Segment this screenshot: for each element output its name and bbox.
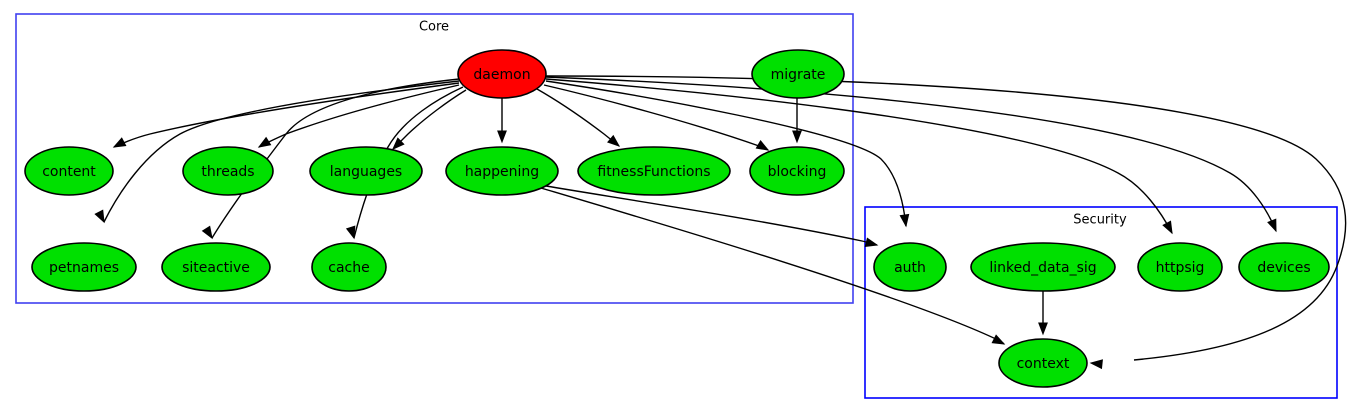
node-label-devices: devices [1257,260,1310,276]
node-label-petnames: petnames [49,260,119,276]
node-shape-languages[interactable] [309,146,423,196]
node-label-migrate: migrate [771,67,826,83]
node-auth[interactable]: auth [873,242,947,292]
node-shape-devices[interactable] [1238,242,1330,292]
arrowhead-linked_data_sig-to-context [1038,322,1048,336]
node-shape-petnames[interactable] [31,242,137,292]
node-shape-context[interactable] [998,338,1088,388]
node-petnames[interactable]: petnames [31,242,137,292]
cluster-label-security: Security [1073,213,1127,228]
arrowhead-migrate-to-blocking [792,130,802,144]
node-label-cache: cache [328,260,369,276]
arrowhead-daemon-to-petnames [94,209,105,224]
arrowhead-daemon-to-happening [497,130,507,144]
node-daemon[interactable]: daemon [457,49,547,99]
node-shape-happening[interactable] [445,146,559,196]
node-cache[interactable]: cache [311,242,387,292]
node-blocking[interactable]: blocking [749,146,845,196]
cluster-border-core [15,13,854,304]
arrowhead-daemon-to-siteactive [201,225,213,240]
node-shape-cache[interactable] [311,242,387,292]
node-shape-threads[interactable] [182,146,274,196]
node-devices[interactable]: devices [1238,242,1330,292]
node-label-threads: threads [201,164,254,180]
node-shape-auth[interactable] [873,242,947,292]
node-shape-fitnessFunctions[interactable] [577,146,731,196]
arrowhead-happening-to-auth [864,237,879,247]
node-shape-migrate[interactable] [751,49,845,99]
edge-daemon-to-threads [258,84,460,148]
edge-daemon-to-cache [353,86,464,239]
node-label-siteactive: siteactive [182,260,250,276]
edge-daemon-to-devices [545,76,1277,232]
node-content[interactable]: content [24,146,114,196]
arrowhead-daemon-to-threads [257,136,272,148]
arrowhead-daemon-to-cache [345,225,356,240]
edge-daemon-to-fitnessFunctions [536,88,620,147]
node-migrate[interactable]: migrate [751,49,845,99]
arrowhead-daemon-to-content [112,137,127,148]
node-label-content: content [42,164,96,180]
node-context[interactable]: context [998,338,1088,388]
node-shape-content[interactable] [24,146,114,196]
node-label-auth: auth [894,260,926,276]
edge-daemon-to-content [113,82,460,148]
node-httpsig[interactable]: httpsig [1137,242,1223,292]
node-label-daemon: daemon [473,67,530,83]
node-siteactive[interactable]: siteactive [161,242,271,292]
node-label-fitnessFunctions: fitnessFunctions [597,164,710,180]
node-label-blocking: blocking [768,164,827,180]
node-shape-daemon[interactable] [457,49,547,99]
node-shape-siteactive[interactable] [161,242,271,292]
cluster-core: Core [15,13,854,304]
node-label-linked_data_sig: linked_data_sig [989,260,1096,276]
cluster-border-security [864,206,1338,399]
arrowhead-daemon-to-httpsig [1162,220,1173,235]
arrowhead-daemon-to-auth [899,213,910,228]
arrowhead-happening-to-context [991,334,1006,345]
node-shape-blocking[interactable] [749,146,845,196]
node-label-happening: happening [465,164,539,180]
arrowhead-daemon-to-blocking [755,139,770,151]
arrowhead-daemon-to-context [1089,359,1103,370]
node-shape-httpsig[interactable] [1137,242,1223,292]
node-label-context: context [1017,356,1070,372]
node-shape-linked_data_sig[interactable] [970,242,1116,292]
arrowheads-layer [94,130,1277,370]
node-happening[interactable]: happening [445,146,559,196]
node-linked_data_sig[interactable]: linked_data_sig [970,242,1116,292]
edge-daemon-to-blocking [543,84,769,151]
edge-daemon-to-siteactive [211,78,460,239]
edge-daemon-to-auth [545,80,907,227]
cluster-label-core: Core [419,20,449,35]
arrowhead-daemon-to-fitnessFunctions [607,134,621,147]
edge-daemon-to-httpsig [545,78,1173,234]
arrowhead-daemon-to-languages [392,137,405,150]
node-fitnessFunctions[interactable]: fitnessFunctions [577,146,731,196]
cluster-security: Security [864,206,1338,399]
node-label-languages: languages [330,164,402,180]
edge-happening-to-auth [545,185,878,246]
arrowhead-daemon-to-devices [1267,218,1277,233]
node-threads[interactable]: threads [182,146,274,196]
edge-daemon-to-petnames [103,80,460,223]
edges-layer [103,75,1347,361]
node-languages[interactable]: languages [309,146,423,196]
nodes-layer: daemon migrate content threads languages happ… [24,49,1330,388]
node-label-httpsig: httpsig [1156,260,1205,276]
